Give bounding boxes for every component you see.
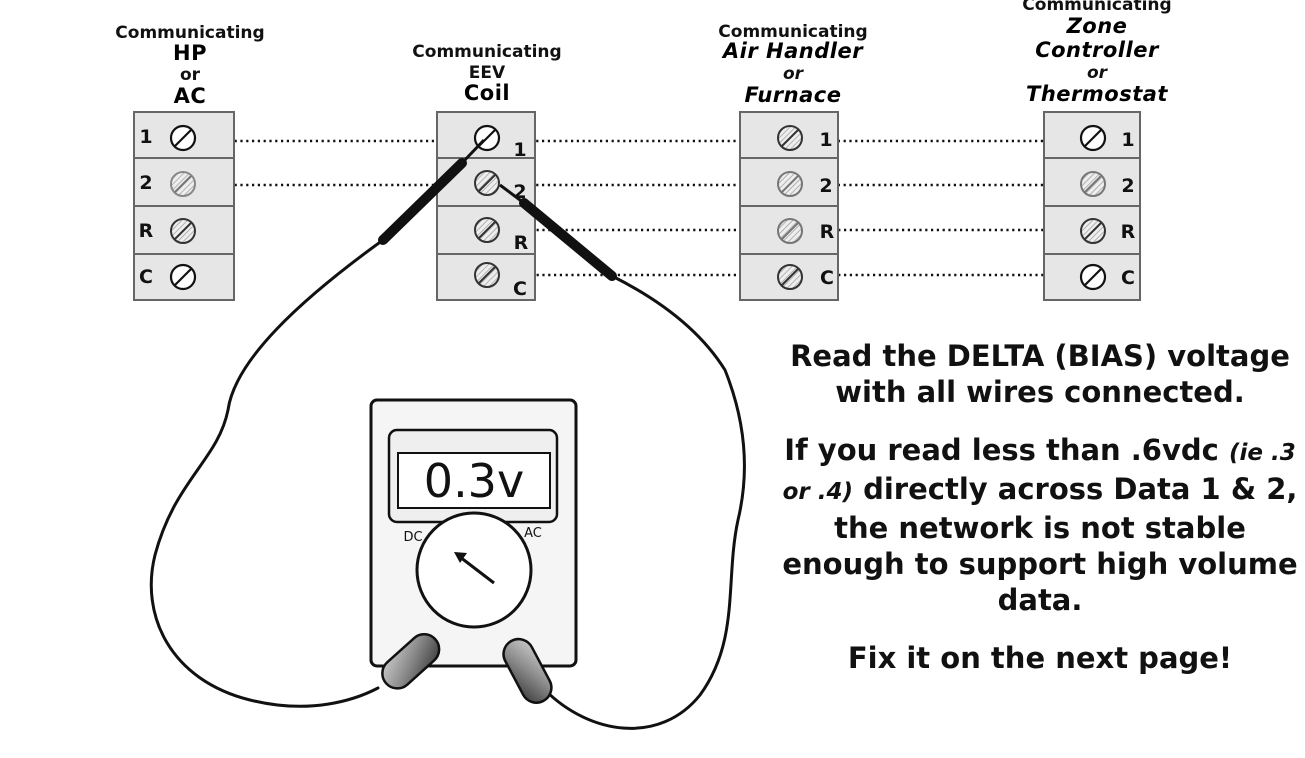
- meter-mode-dc: DC: [403, 530, 422, 545]
- instruction-para-2: If you read less than .6vdc (ie .3 or .4…: [770, 432, 1305, 618]
- screw-icon: [777, 264, 803, 290]
- meter-dial: [415, 511, 533, 629]
- screw-icon: [777, 125, 803, 151]
- screw-icon: [1079, 263, 1107, 291]
- header-line: Furnace: [745, 83, 842, 107]
- terminal-label: 2: [1121, 175, 1134, 197]
- meter-display-window: [397, 452, 551, 509]
- header-line: Communicating: [718, 22, 867, 42]
- instruction-para-2-start: If you read less than .6vdc: [784, 433, 1219, 467]
- instruction-text: Read the DELTA (BIAS) voltage with all w…: [770, 338, 1305, 698]
- terminal-label: 1: [819, 129, 832, 151]
- meter-mode-ac: AC: [524, 526, 542, 541]
- terminal-block-zone-controller: 1 2 R C: [1043, 111, 1141, 301]
- screw-icon: [170, 218, 196, 244]
- dial-arrow-icon: [454, 552, 495, 585]
- probe-red: [499, 183, 617, 281]
- terminal-label: R: [820, 221, 835, 243]
- screw-icon: [474, 262, 500, 288]
- test-lead-cables: [149, 238, 746, 730]
- terminal-label: 2: [819, 175, 832, 197]
- terminal-label: C: [1121, 267, 1135, 289]
- header-line: Communicating: [412, 42, 561, 62]
- terminal-block-air-handler: 1 2 R C: [739, 111, 839, 301]
- screw-icon: [777, 171, 803, 197]
- probe-plug-left: [381, 633, 441, 690]
- probe-plug-right: [502, 637, 553, 704]
- terminal-label: 1: [139, 126, 152, 148]
- header-line: or: [783, 64, 805, 84]
- header-line: Thermostat: [1026, 82, 1168, 106]
- meter-reading: 0.3v: [424, 454, 524, 508]
- black-lead-cable: [149, 238, 385, 708]
- terminal-block-eev: 1 2 R C: [436, 111, 536, 301]
- instruction-para-2-italic: (ie .3 or .4): [782, 440, 1296, 505]
- header-line: EEV: [469, 63, 506, 83]
- probe-black: [378, 138, 486, 245]
- header-line: HP: [173, 41, 207, 65]
- terminal-label: C: [513, 278, 527, 300]
- screw-icon: [474, 217, 500, 243]
- terminal-block-hp: 1 2 R C: [133, 111, 235, 301]
- header-line: or: [180, 65, 201, 85]
- terminal-label: R: [514, 232, 529, 254]
- screw-icon: [169, 263, 197, 291]
- communication-wires: [194, 139, 1090, 277]
- terminal-label: C: [139, 266, 153, 288]
- header-line: Coil: [464, 81, 510, 105]
- multimeter: 0.3v DC AC: [369, 398, 578, 704]
- screw-icon: [169, 124, 197, 152]
- screw-icon: [170, 171, 196, 197]
- header-line: or: [1087, 63, 1109, 83]
- red-lead-cable: [543, 274, 746, 730]
- device-header-zone-controller: Communicating Zone Controller or Thermos…: [1022, 0, 1171, 106]
- device-header-air-handler: Communicating Air Handler or Furnace: [718, 22, 867, 107]
- instruction-para-3: Fix it on the next page!: [847, 641, 1233, 675]
- screw-icon: [1080, 171, 1106, 197]
- device-header-eev: Communicating EEV Coil: [412, 42, 561, 105]
- terminal-label: 1: [1121, 129, 1134, 151]
- header-line: Zone: [1066, 14, 1128, 38]
- header-line: Communicating: [1022, 0, 1171, 15]
- terminal-label: C: [820, 267, 834, 289]
- terminal-label: 1: [513, 139, 526, 161]
- terminal-label: R: [139, 220, 154, 242]
- instruction-para-1: Read the DELTA (BIAS) voltage with all w…: [790, 339, 1290, 409]
- header-line: Controller: [1035, 38, 1160, 62]
- header-line: Air Handler: [721, 39, 864, 63]
- instruction-para-2-end: directly across Data 1 & 2, the network …: [782, 472, 1298, 617]
- screw-icon: [1080, 218, 1106, 244]
- device-header-hp: Communicating HP or AC: [115, 23, 264, 108]
- terminal-label: 2: [139, 172, 152, 194]
- screw-icon: [777, 218, 803, 244]
- screw-icon: [1079, 124, 1107, 152]
- header-line: AC: [174, 84, 207, 108]
- screw-icon: [474, 170, 500, 196]
- terminal-label: R: [1121, 221, 1136, 243]
- header-line: Communicating: [115, 23, 264, 43]
